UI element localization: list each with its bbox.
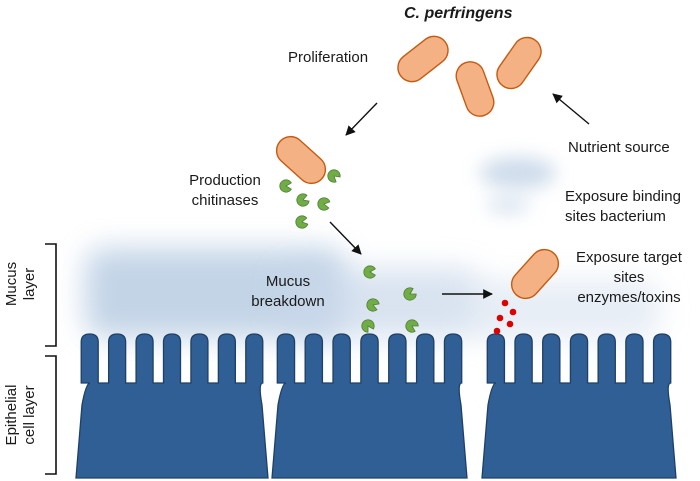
chitinase-molecule: [363, 265, 376, 279]
epithelial-cell-2: [271, 333, 468, 479]
epithelial-cell-1: [75, 333, 269, 479]
label-exposure-target-line2: sites: [613, 269, 645, 286]
mucus-layer-bracket: [45, 243, 57, 347]
label-mucus-layer: Mucus layer: [3, 242, 39, 326]
label-exposure-target: Exposure target sites enzymes/toxins: [563, 248, 695, 308]
toxin-dot: [493, 327, 501, 335]
toxin-dot: [501, 299, 509, 307]
label-mucus-layer-line2: layer: [21, 267, 38, 301]
bacterium-1: [397, 35, 449, 83]
label-mucus-layer-line1: Mucus: [3, 261, 20, 307]
chitinase-molecule: [366, 298, 380, 312]
bacteria: [275, 35, 560, 300]
label-mucus-breakdown-line1: Mucus: [265, 273, 311, 290]
label-production-line1: Production: [189, 172, 261, 189]
mucus-band-middle: [280, 268, 480, 338]
label-production-chitinases: Production chitinases: [172, 171, 278, 211]
toxins: [493, 299, 517, 335]
label-proliferation: Proliferation: [288, 49, 369, 66]
arrows: [329, 93, 590, 299]
label-exposure-binding-line2: sites bacterium: [565, 208, 666, 225]
chitinase-molecule: [279, 179, 292, 193]
toxin-dot: [509, 308, 517, 316]
bacterium-5: [510, 248, 560, 300]
label-epithelial-cell-layer: Epithelial cell layer: [3, 360, 39, 470]
label-nutrient-source: Nutrient source: [568, 139, 670, 156]
bacterium-2: [496, 36, 542, 90]
chitinase-molecule: [296, 193, 310, 207]
label-exposure-target-line1: Exposure target: [576, 249, 682, 266]
chitinase-molecule: [295, 215, 309, 229]
label-epithelial-line2: cell layer: [21, 385, 38, 445]
label-mucus-breakdown-line2: breakdown: [251, 293, 325, 310]
title-c-perfringens: C. perfringens: [404, 5, 513, 22]
label-epithelial-line1: Epithelial: [3, 384, 20, 446]
mucus-fragment-1: [480, 157, 556, 189]
chitinase-molecule: [403, 287, 417, 301]
bacterium-4: [275, 135, 327, 185]
chitinases: [279, 169, 419, 333]
mucus-layer: [85, 157, 660, 340]
label-production-line2: chitinases: [191, 192, 259, 209]
epithelial-cell-3: [481, 333, 677, 479]
arrow-chitinase-to-mucus: [329, 221, 362, 255]
arrow-proliferation: [345, 102, 378, 136]
epithelial-layer-bracket: [45, 355, 57, 475]
toxin-dot: [496, 314, 504, 322]
bacterium-3: [455, 61, 495, 117]
toxin-dot: [506, 320, 514, 328]
arrow-nutrient-source: [552, 93, 590, 125]
label-exposure-binding-line1: Exposure binding: [565, 188, 681, 205]
chitinase-molecule: [361, 319, 375, 333]
label-exposure-binding: Exposure binding sites bacterium: [565, 187, 681, 227]
label-mucus-breakdown: Mucus breakdown: [240, 272, 336, 312]
chitinase-molecule: [317, 197, 331, 211]
chitinase-molecule: [405, 319, 419, 333]
chitinase-molecule: [327, 169, 341, 183]
epithelial-cells: [75, 333, 677, 479]
mucus-fragment-2: [486, 196, 530, 214]
label-exposure-target-line3: enzymes/toxins: [577, 289, 681, 306]
